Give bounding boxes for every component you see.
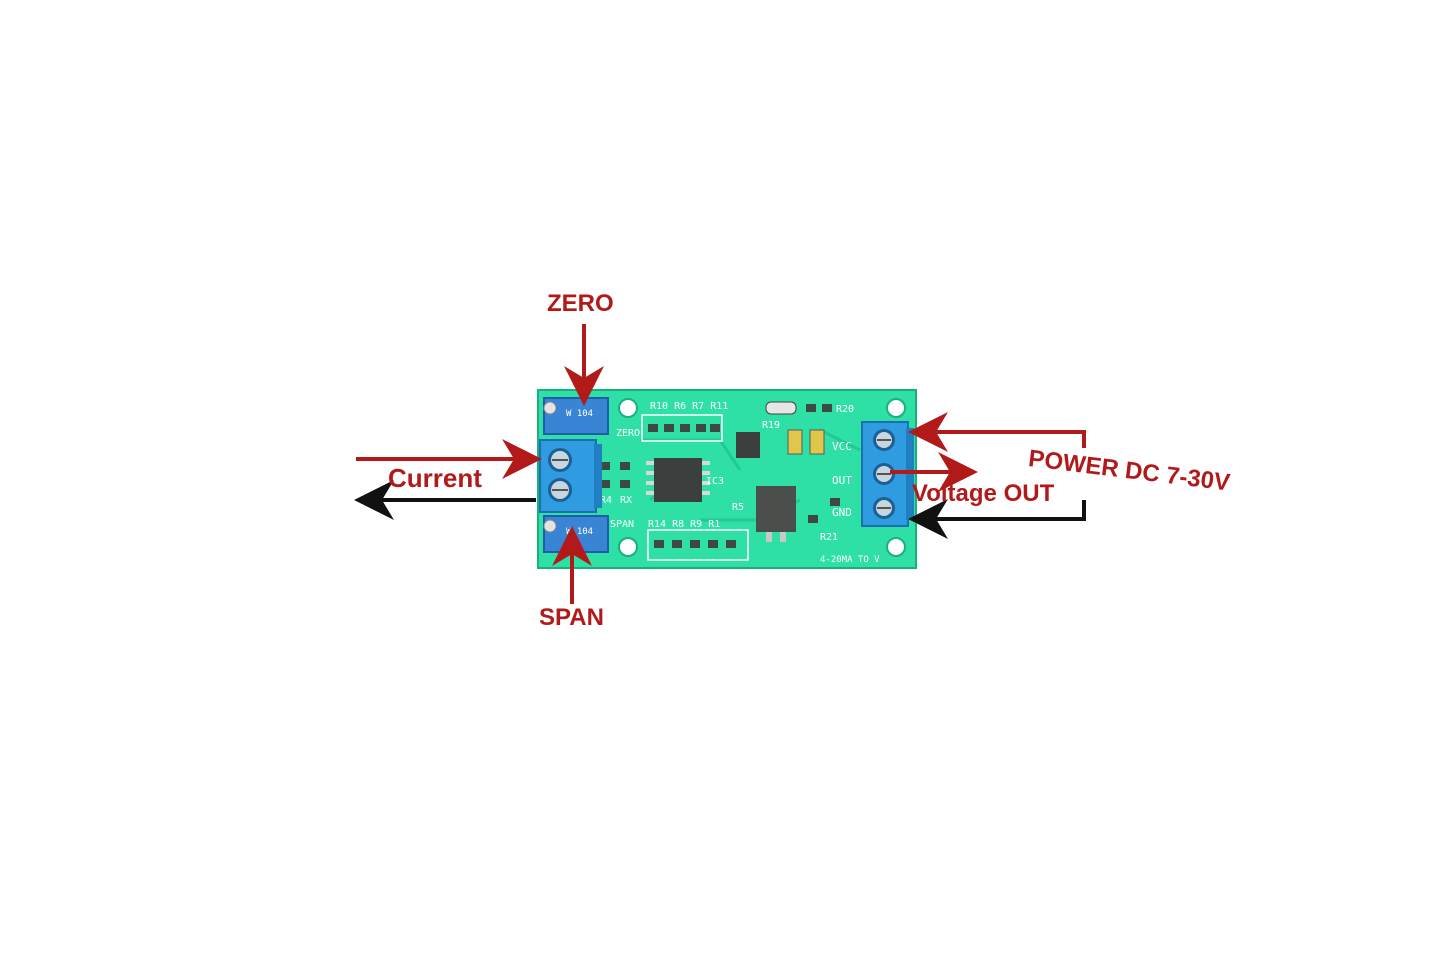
small-ic (736, 432, 760, 458)
silk-rx: RX (620, 495, 632, 506)
silk-r19: R19 (762, 420, 780, 431)
silk-res-bottom: R14 R8 R9 R1 (648, 519, 720, 530)
silk-board-note: 4-20MA TO V (820, 555, 880, 565)
silk-r20: R20 (836, 404, 854, 415)
trimmer-potentiometer-icon: W 104 (543, 515, 609, 553)
resistor-array-bottom (647, 529, 749, 561)
voltage-out-label: Voltage OUT (912, 480, 1055, 507)
trimmer-potentiometer-icon: W 104 (543, 397, 609, 435)
silk-r21: R21 (820, 532, 838, 543)
silk-res-top: R10 R6 R7 R11 (650, 401, 728, 412)
silk-r4: R4 (600, 495, 612, 506)
silk-gnd: GND (832, 506, 852, 519)
pot-code-top: W 104 (566, 409, 593, 419)
silk-vcc: VCC (832, 440, 852, 453)
silk-ic3: IC3 (706, 476, 724, 487)
resistor-array-top (641, 414, 723, 442)
mounting-hole (618, 398, 638, 418)
silk-r5: R5 (732, 502, 744, 513)
mounting-hole (618, 537, 638, 557)
op-amp-ic (646, 458, 710, 502)
current-label: Current (388, 463, 482, 493)
led-indicator (765, 401, 797, 415)
silk-zero: ZERO (616, 428, 640, 439)
silk-out: OUT (832, 474, 852, 487)
span-label: SPAN (539, 604, 604, 631)
capacitor (787, 429, 803, 455)
silk-span: SPAN (610, 519, 634, 530)
voltage-regulator (756, 486, 796, 542)
capacitor (809, 429, 825, 455)
mounting-hole (886, 398, 906, 418)
mounting-hole (886, 537, 906, 557)
screw-terminal-2pin-icon (539, 439, 602, 513)
zero-label: ZERO (547, 290, 614, 317)
